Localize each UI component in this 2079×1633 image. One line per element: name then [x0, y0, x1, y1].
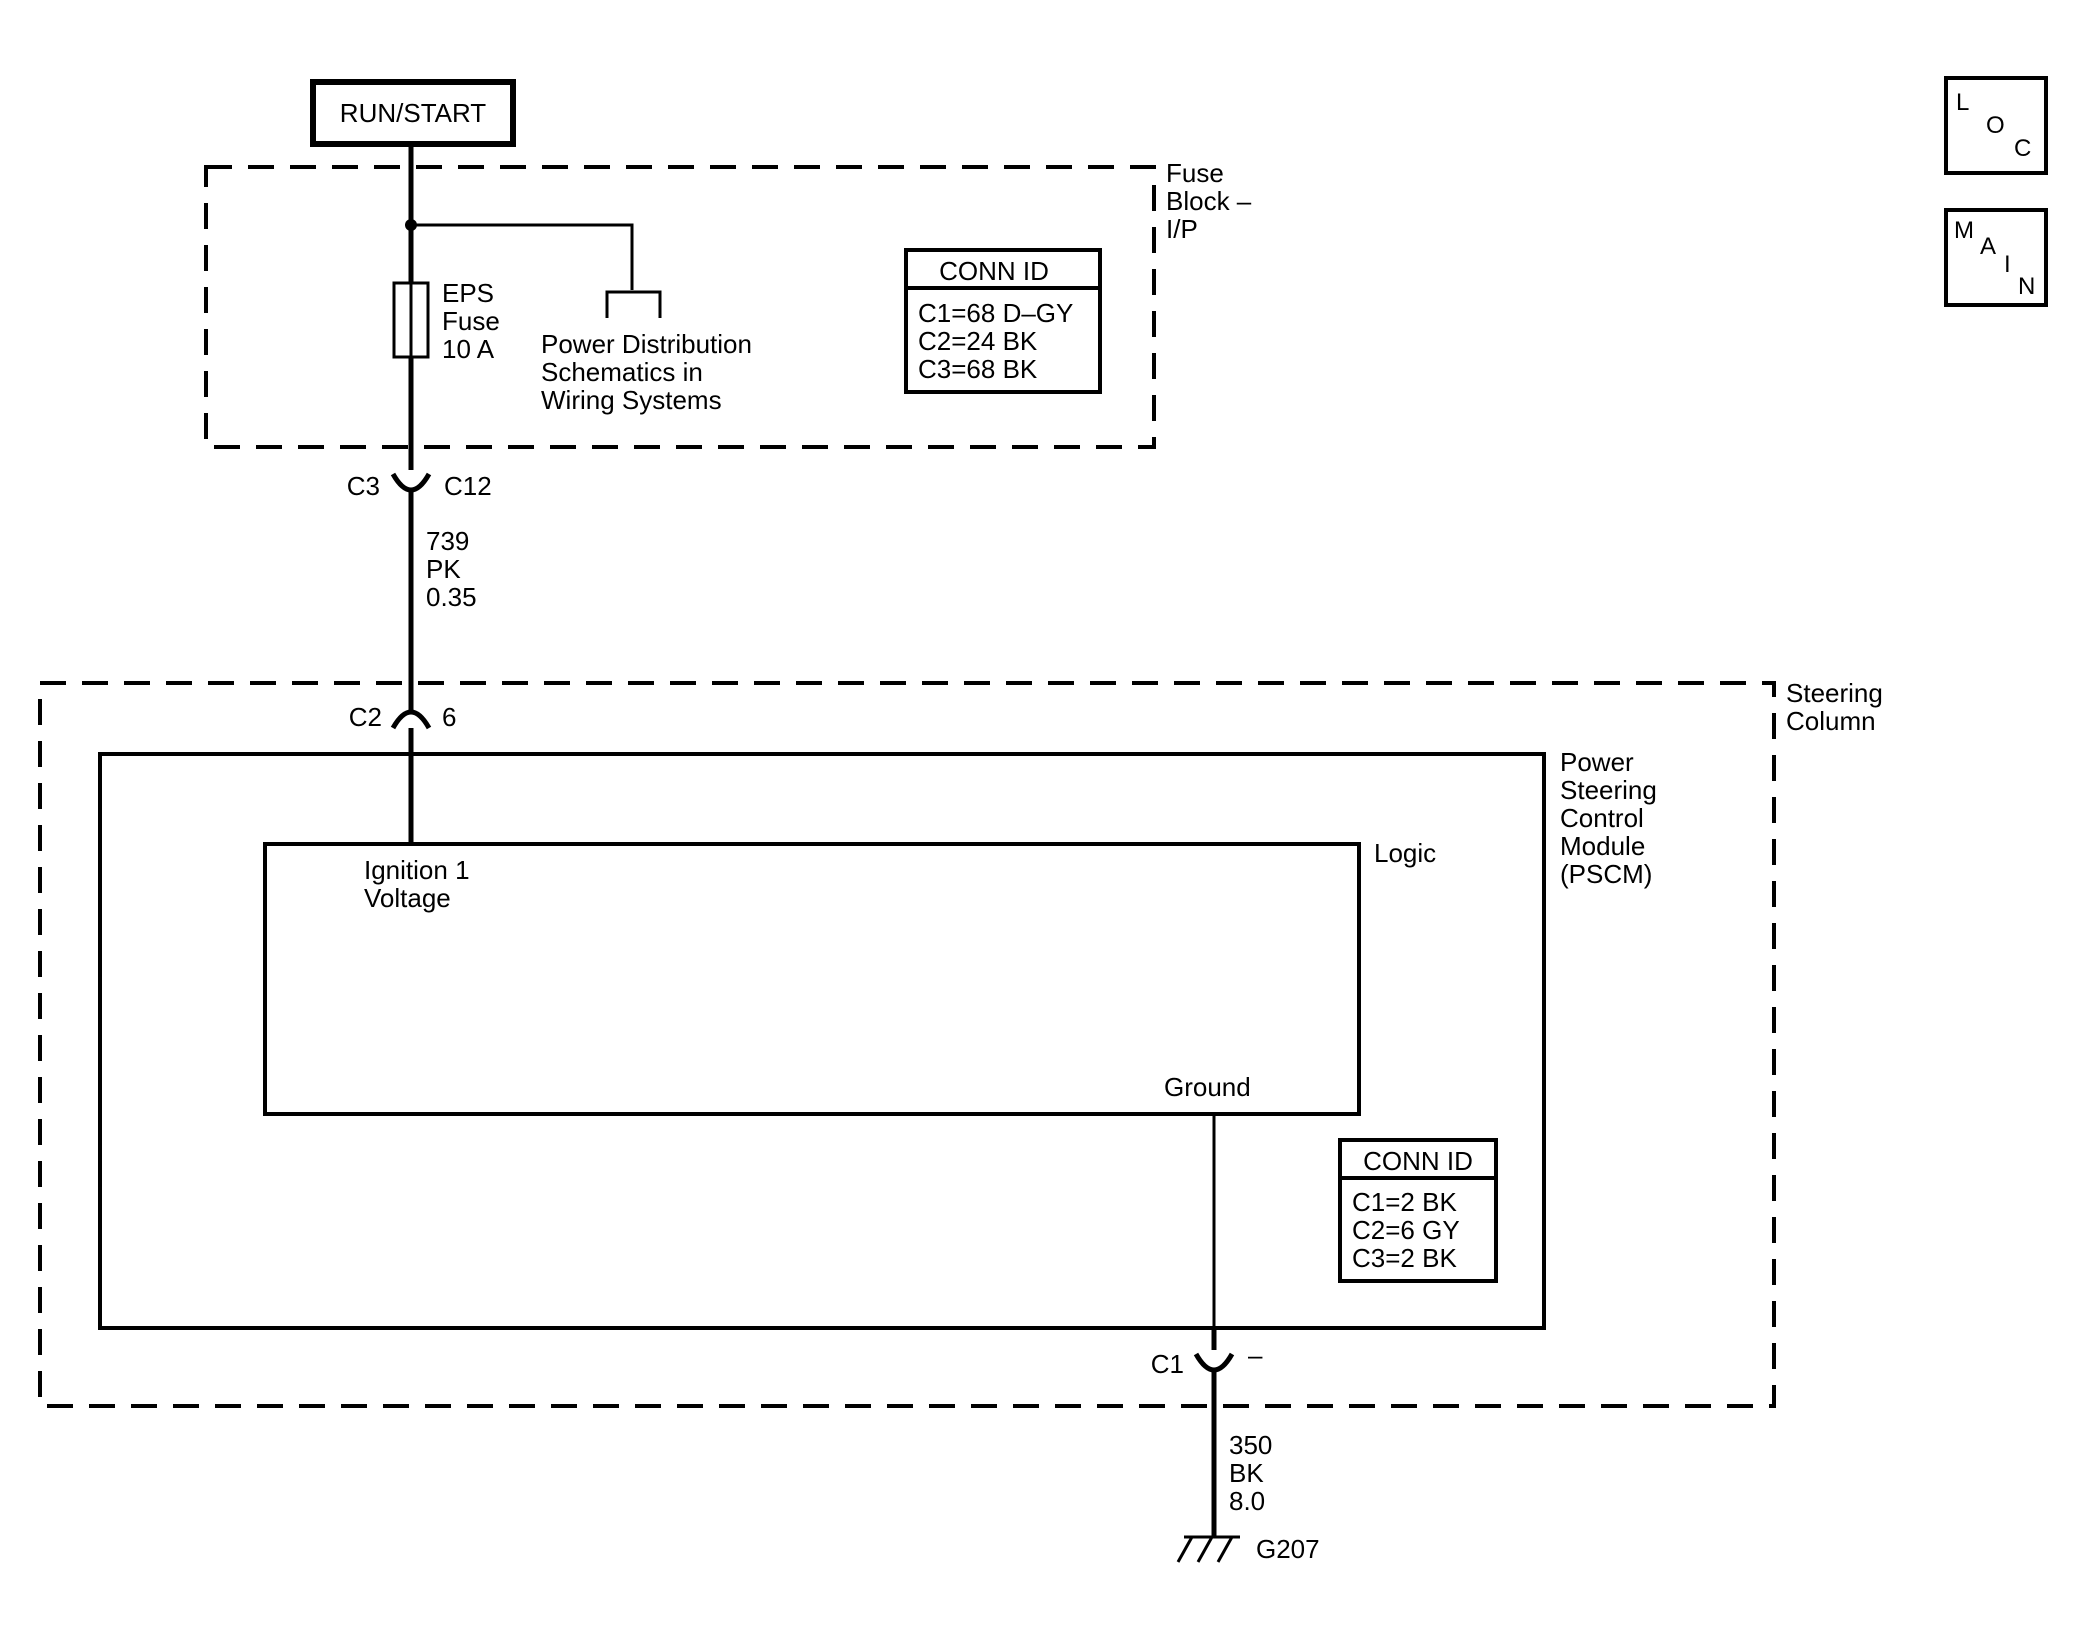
power-source: RUN/START	[310, 79, 516, 147]
ground-terminal-label: Ground	[1164, 1072, 1251, 1102]
loc-button[interactable]: L O C	[1944, 76, 2048, 175]
connector-c2-symbol	[390, 709, 432, 730]
power-distribution-symbol	[605, 290, 662, 318]
connector-c1-symbol	[1193, 1352, 1235, 1373]
power-distribution-text: Power Distribution Schematics in Wiring …	[541, 329, 759, 415]
logic-box	[263, 842, 1361, 1116]
connector-c1-pin-label: –	[1248, 1340, 1263, 1370]
eps-fuse	[392, 281, 430, 359]
main-letter-n: N	[2018, 273, 2035, 300]
logic-label: Logic	[1374, 838, 1436, 868]
wire-350-label: 350 BK 8.0	[1229, 1430, 1280, 1516]
connector-c1-label: C1	[1151, 1349, 1184, 1379]
connector-c12-label: C12	[444, 471, 492, 501]
main-letter-m: M	[1954, 217, 1974, 244]
connector-c3-label: C3	[347, 471, 380, 501]
fuse-block-outline	[204, 165, 1156, 449]
main-letter-a: A	[1980, 233, 1996, 260]
ignition-voltage-label: Ignition 1 Voltage	[364, 855, 477, 913]
connector-c3-symbol	[390, 472, 432, 493]
ground-symbol-icon	[1176, 1535, 1240, 1563]
wire-739-label: 739 PK 0.35	[426, 526, 477, 612]
main-button[interactable]: M A I N	[1944, 208, 2048, 307]
fuse-block-title: Fuse Block – I/P	[1166, 158, 1259, 244]
pscm-title: Power Steering Control Module (PSCM)	[1560, 747, 1664, 889]
eps-fuse-label: EPS Fuse 10 A	[442, 278, 507, 364]
steering-column-title: Steering Column	[1786, 678, 1890, 736]
fuse-block-conn-id: CONN ID C1=68 D–GY C2=24 BK C3=68 BK	[904, 248, 1102, 394]
conn-id-rows: C1=2 BK C2=6 GY C3=2 BK	[1352, 1187, 1466, 1273]
loc-letter-l: L	[1956, 89, 1969, 116]
ground-label: G207	[1256, 1534, 1320, 1564]
conn-id-title: CONN ID	[939, 256, 1049, 286]
power-distribution-branch	[411, 223, 634, 290]
main-letter-i: I	[2004, 251, 2011, 278]
steering-column-outline	[38, 681, 1776, 1408]
pscm-module-box	[98, 752, 1546, 1330]
connector-c2-label: C2	[349, 702, 382, 732]
loc-letter-o: O	[1986, 112, 2005, 139]
conn-id-rows: C1=68 D–GY C2=24 BK C3=68 BK	[918, 298, 1080, 384]
power-source-label: RUN/START	[340, 98, 486, 128]
conn-id-title: CONN ID	[1363, 1146, 1473, 1176]
loc-letter-c: C	[2014, 135, 2031, 162]
connector-c2-pin-label: 6	[442, 702, 456, 732]
pscm-conn-id: CONN ID C1=2 BK C2=6 GY C3=2 BK	[1338, 1138, 1498, 1283]
